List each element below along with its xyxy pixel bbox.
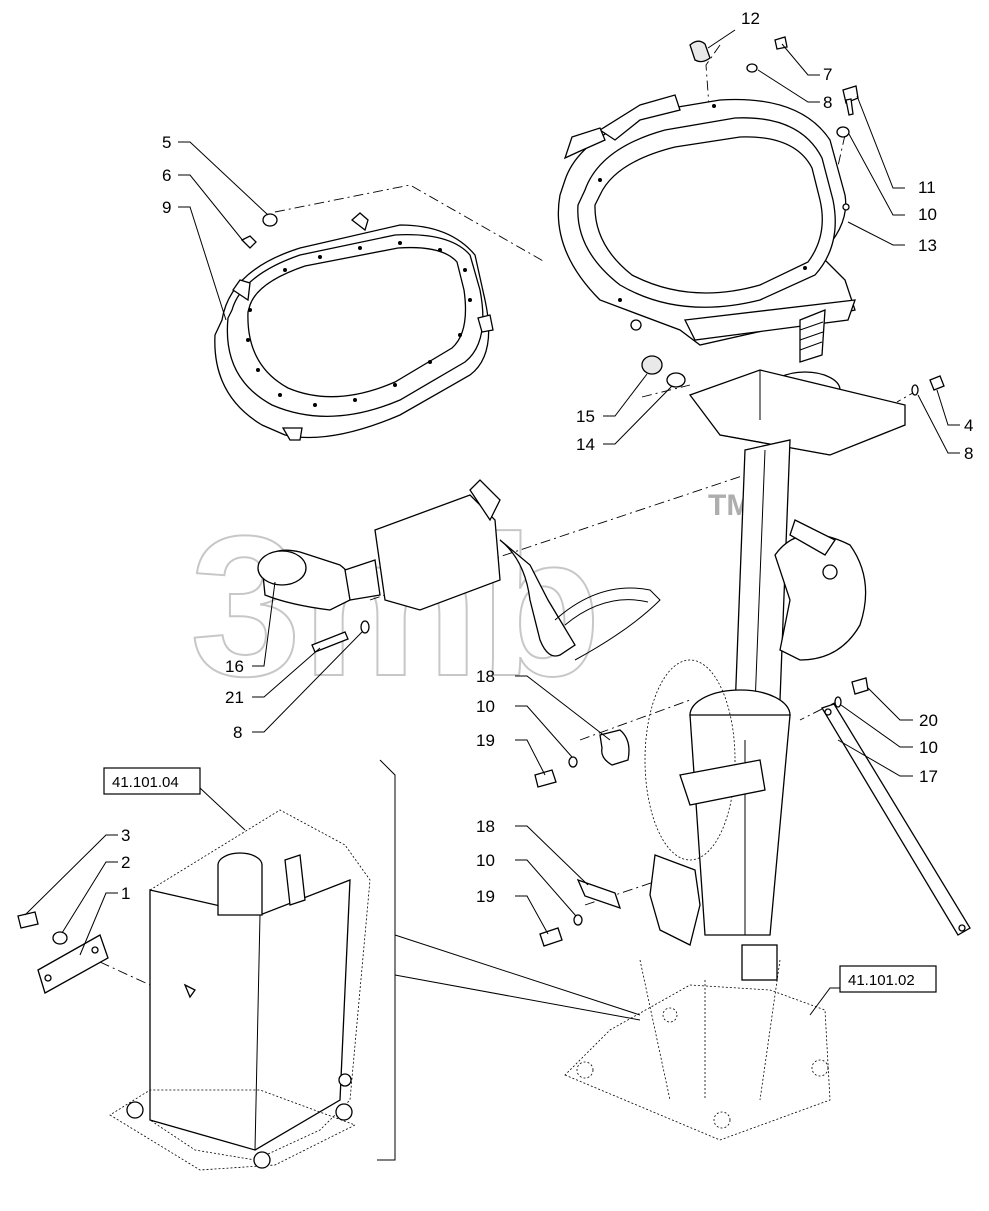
callout-12: 12 — [741, 9, 760, 28]
grommet-part-12 — [689, 40, 711, 63]
lamp-bezel-part-9 — [214, 212, 494, 441]
guide-lines — [99, 44, 919, 1161]
nut-part-4 — [929, 375, 945, 391]
callout-labels: 12 7 8 11 10 13 5 6 9 15 14 4 8 16 21 8 … — [121, 9, 973, 906]
washer-part-8-right — [911, 384, 919, 396]
clip-part-18-lower — [576, 878, 622, 910]
nut-part-6 — [240, 235, 257, 249]
callout-10: 10 — [919, 738, 938, 757]
washer-part-14 — [666, 372, 686, 388]
callout-8: 8 — [964, 444, 973, 463]
reference-box-41-101-04: 41.101.04 — [103, 767, 201, 795]
reference-label: 41.101.02 — [848, 972, 915, 989]
lamp-housing-part-13 — [557, 94, 856, 346]
washer-part-10-lower — [573, 914, 583, 926]
callout-6: 6 — [162, 166, 171, 185]
bolt-part-20 — [851, 677, 869, 695]
reference-label: 41.101.04 — [112, 774, 179, 791]
rod-part-17 — [821, 703, 971, 936]
callout-14: 14 — [576, 435, 595, 454]
callout-19: 19 — [476, 731, 495, 750]
bolt-part-11 — [842, 85, 859, 116]
callout-20: 20 — [919, 711, 938, 730]
callout-18: 18 — [476, 667, 495, 686]
screw-part-19-lower — [539, 927, 563, 947]
washer-part-10-top — [836, 126, 850, 138]
washer-part-2 — [52, 931, 68, 945]
switch-part-16 — [257, 479, 661, 661]
washer-part-5 — [262, 213, 278, 227]
steering-column-assembly — [564, 309, 906, 1141]
callout-17: 17 — [919, 767, 938, 786]
leader-lines — [24, 29, 960, 1016]
washer-part-8-top — [746, 63, 758, 73]
screw-part-19-upper — [534, 769, 557, 788]
callout-16: 16 — [225, 657, 244, 676]
callout-2: 2 — [121, 853, 130, 872]
callout-4: 4 — [964, 416, 973, 435]
clip-part-18-upper — [599, 729, 630, 766]
callout-7: 7 — [823, 65, 832, 84]
callout-9: 9 — [162, 198, 171, 217]
callout-11: 11 — [918, 178, 936, 197]
callout-21: 21 — [225, 688, 244, 707]
reference-box-41-101-02: 41.101.02 — [839, 965, 937, 993]
callout-10: 10 — [476, 697, 495, 716]
callout-8: 8 — [233, 723, 242, 742]
spacer-part-15 — [641, 355, 663, 375]
callout-5: 5 — [162, 133, 171, 152]
cabinet-housing — [109, 809, 371, 1171]
callout-8: 8 — [823, 93, 832, 112]
screw-part-21 — [311, 631, 349, 653]
callout-10: 10 — [476, 851, 495, 870]
screw-part-3 — [17, 911, 39, 929]
washer-part-8-mid — [360, 620, 370, 634]
callout-1: 1 — [121, 884, 130, 903]
callout-19: 19 — [476, 887, 495, 906]
callout-10: 10 — [918, 205, 937, 224]
plate-part-1 — [37, 934, 109, 994]
callout-18: 18 — [476, 817, 495, 836]
callout-3: 3 — [121, 826, 130, 845]
callout-13: 13 — [918, 236, 937, 255]
washer-part-10-upper — [568, 756, 578, 768]
washer-part-10-right — [834, 696, 842, 708]
callout-15: 15 — [576, 407, 595, 426]
